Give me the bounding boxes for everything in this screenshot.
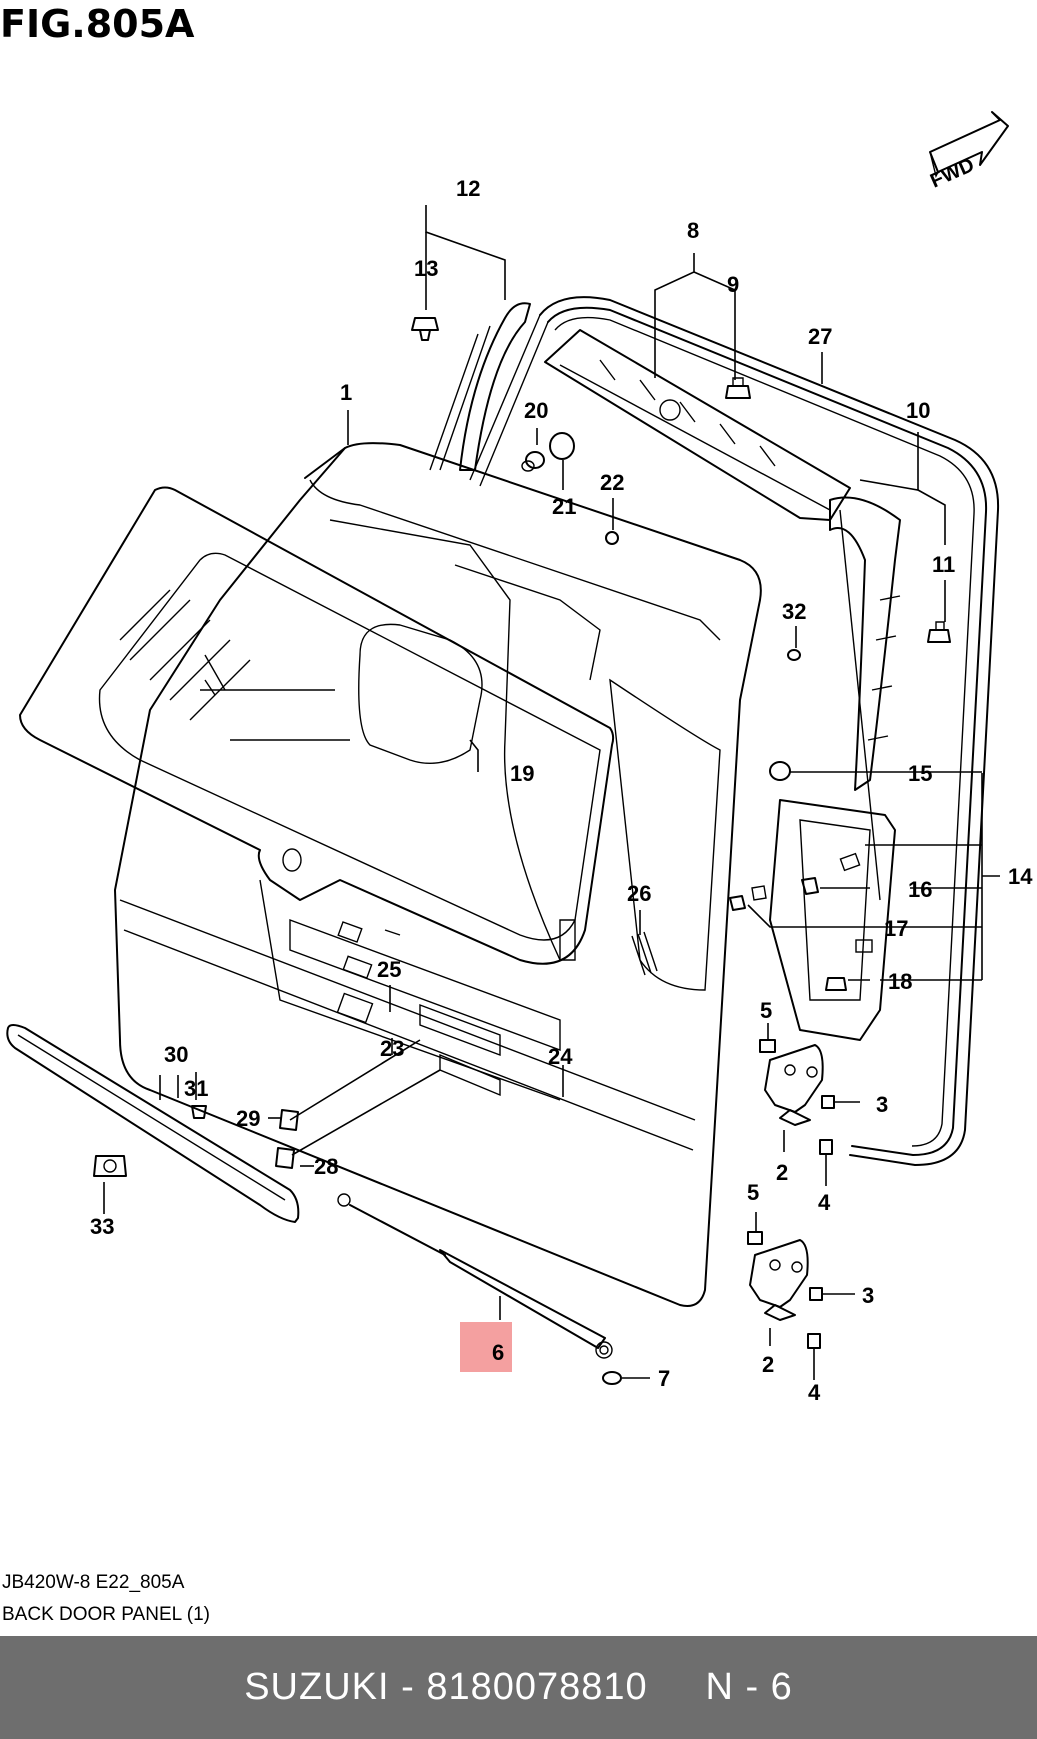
diagram-description: BACK DOOR PANEL (1) bbox=[2, 1604, 210, 1625]
lower-trim-part bbox=[769, 799, 896, 1041]
clip-16-icon bbox=[801, 877, 819, 895]
upper-hinge-part bbox=[764, 1044, 824, 1126]
clip-11-icon bbox=[927, 621, 951, 643]
callout-21: 21 bbox=[552, 494, 576, 519]
window-glass-part bbox=[19, 486, 615, 965]
fwd-arrow-icon: FWD bbox=[927, 111, 1009, 193]
upper-trim-part bbox=[544, 329, 851, 521]
callout-31: 31 bbox=[184, 1076, 208, 1101]
callout-11: 11 bbox=[932, 552, 955, 577]
callout-4-upper: 4 bbox=[818, 1190, 831, 1215]
diagram-code: JB420W-8 E22_805A bbox=[2, 1572, 185, 1593]
clip-33-icon bbox=[93, 1155, 127, 1177]
callout-28: 28 bbox=[314, 1154, 338, 1179]
callout-1: 1 bbox=[340, 380, 352, 405]
pillar-trim-part bbox=[429, 302, 531, 471]
bolt-3b-icon bbox=[809, 1287, 823, 1301]
callout-23: 23 bbox=[380, 1036, 404, 1061]
callout-5-upper: 5 bbox=[760, 998, 772, 1023]
callout-27: 27 bbox=[808, 324, 832, 349]
callout-16: 16 bbox=[908, 877, 932, 902]
callout-12: 12 bbox=[456, 176, 480, 201]
footer-bar: SUZUKI - 8180078810 N - 6 bbox=[0, 1636, 1037, 1739]
callout-2-upper: 2 bbox=[776, 1160, 788, 1185]
weatherstrip-part bbox=[469, 296, 1000, 1166]
garnish-pieces-part bbox=[289, 918, 576, 1097]
lower-hinge-part bbox=[749, 1239, 809, 1321]
back-door-panel-part bbox=[114, 442, 762, 1307]
callout-19: 19 bbox=[510, 761, 534, 786]
plug-22-icon bbox=[605, 531, 619, 545]
clip-18-icon bbox=[825, 977, 847, 991]
leader-lines bbox=[103, 205, 1000, 1380]
seal-29-icon bbox=[279, 1109, 299, 1131]
callout-8: 8 bbox=[687, 218, 699, 243]
footer-part-info: SUZUKI - 8180078810 N - 6 bbox=[244, 1666, 793, 1708]
figure-title: FIG.805A bbox=[0, 2, 195, 46]
callout-7: 7 bbox=[658, 1366, 670, 1391]
gas-strut-part bbox=[337, 1193, 613, 1359]
clip-13-icon bbox=[411, 317, 439, 341]
callout-5-lower: 5 bbox=[747, 1180, 759, 1205]
plug-20-icon bbox=[521, 451, 545, 472]
callout-9: 9 bbox=[727, 272, 739, 297]
clip-9-icon bbox=[725, 377, 751, 399]
spoiler-part bbox=[6, 1024, 300, 1223]
callout-6: 6 bbox=[492, 1340, 504, 1365]
callout-14: 14 bbox=[1008, 864, 1033, 889]
bolt-4a-icon bbox=[819, 1139, 833, 1155]
callout-24: 24 bbox=[548, 1044, 573, 1069]
callout-29: 29 bbox=[236, 1106, 260, 1131]
callout-15: 15 bbox=[908, 761, 932, 786]
side-trim-part bbox=[829, 496, 901, 901]
callout-labels: 1 2 2 3 3 4 4 5 5 6 7 8 9 10 11 12 13 14… bbox=[90, 176, 1033, 1405]
callout-22: 22 bbox=[600, 470, 624, 495]
callout-25: 25 bbox=[377, 957, 401, 982]
bolt-5b-icon bbox=[747, 1231, 763, 1245]
callout-13: 13 bbox=[414, 256, 438, 281]
fwd-label: FWD bbox=[927, 154, 978, 193]
callout-33: 33 bbox=[90, 1214, 114, 1239]
grommet-26-icon bbox=[631, 931, 658, 976]
callout-3-lower: 3 bbox=[862, 1283, 874, 1308]
callout-2-lower: 2 bbox=[762, 1352, 774, 1377]
nut-part bbox=[602, 1371, 622, 1385]
callout-17: 17 bbox=[884, 916, 908, 941]
plug-15-icon bbox=[769, 761, 791, 781]
seal-28-icon bbox=[275, 1147, 295, 1169]
callout-32: 32 bbox=[782, 599, 806, 624]
bolt-3a-icon bbox=[821, 1095, 835, 1109]
callout-18: 18 bbox=[888, 969, 912, 994]
callout-30: 30 bbox=[164, 1042, 188, 1067]
callout-10: 10 bbox=[906, 398, 930, 423]
plug-21-icon bbox=[549, 432, 575, 460]
bolt-4b-icon bbox=[807, 1333, 821, 1349]
clip-17-icon bbox=[729, 885, 767, 911]
clip-31-icon bbox=[191, 1105, 207, 1119]
callout-4-lower: 4 bbox=[808, 1380, 821, 1405]
bolt-5a-icon bbox=[759, 1039, 776, 1053]
callout-26: 26 bbox=[627, 881, 651, 906]
callout-3-upper: 3 bbox=[876, 1092, 888, 1117]
nut-32-icon bbox=[787, 649, 801, 661]
callout-20: 20 bbox=[524, 398, 548, 423]
highlight-part-6 bbox=[460, 1322, 512, 1372]
